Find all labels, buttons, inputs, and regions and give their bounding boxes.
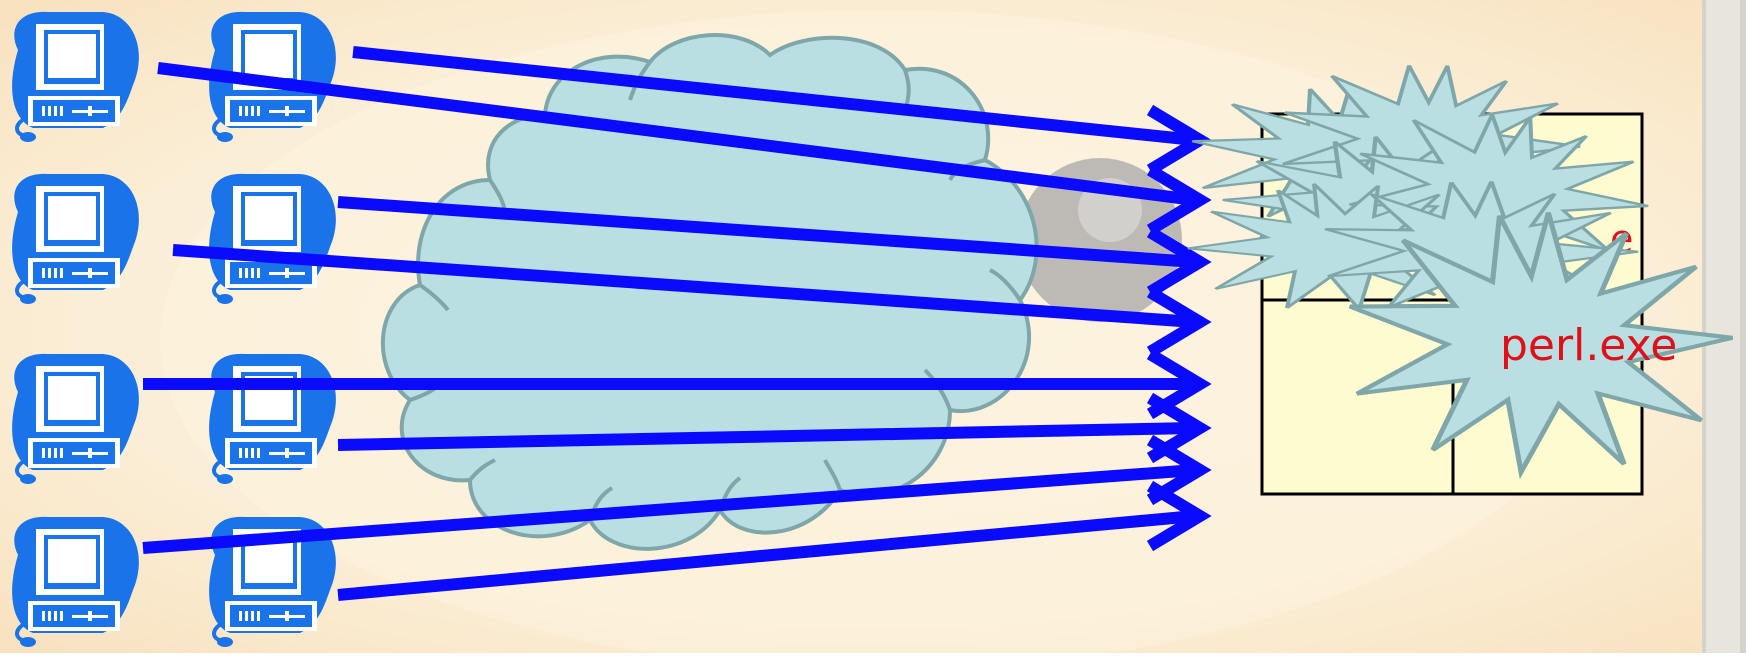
computer-icon (12, 354, 139, 484)
computer-icon (12, 12, 139, 142)
computer-icon (209, 174, 336, 304)
computer-icon (12, 174, 139, 304)
right-edge-bar-inner (1706, 0, 1740, 653)
computer-icon (209, 354, 336, 484)
process-label: perl.exe (1500, 320, 1677, 371)
computer-icon (12, 517, 139, 647)
